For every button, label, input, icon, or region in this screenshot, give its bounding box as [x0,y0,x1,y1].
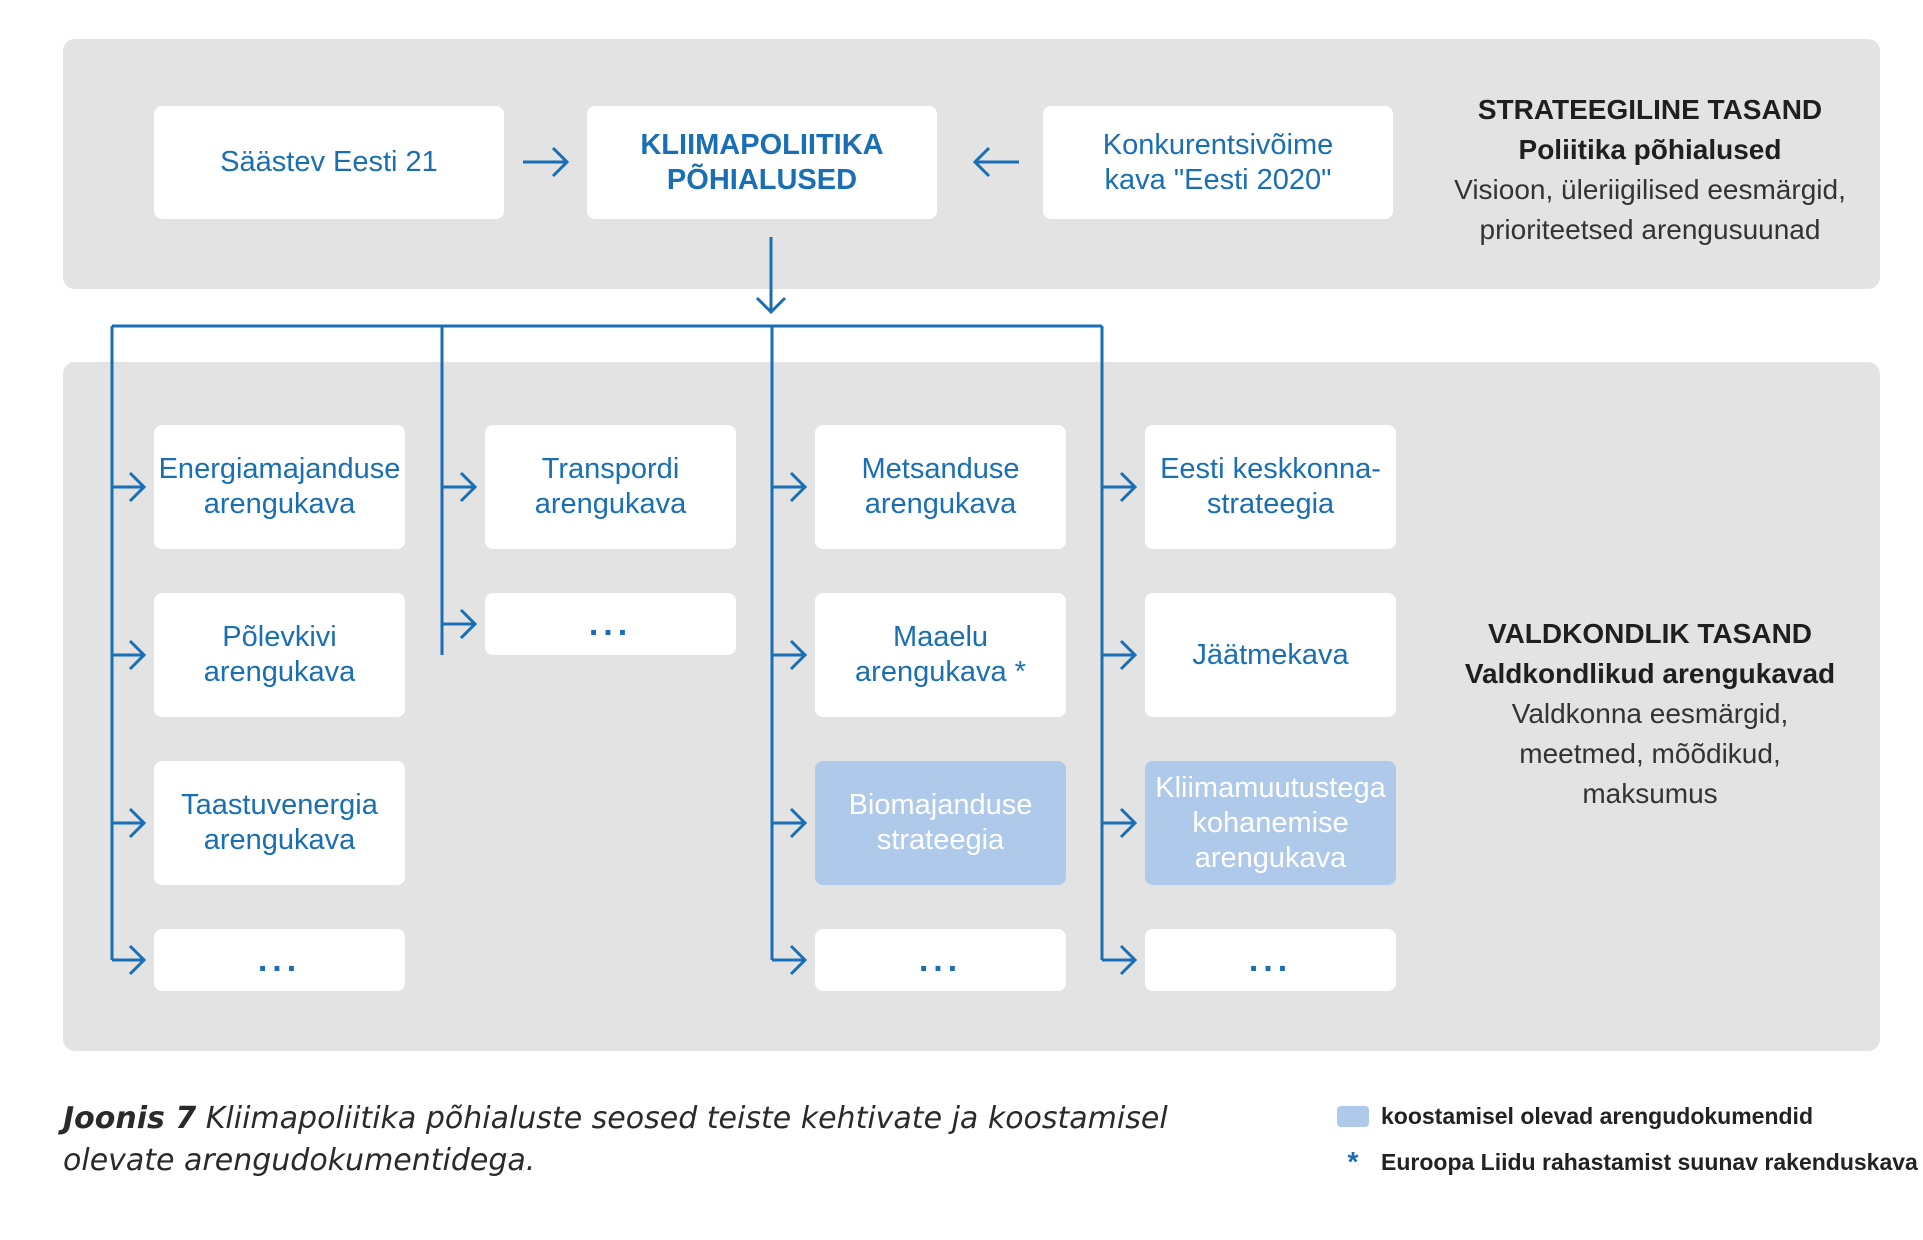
box-sector-plan: Põlevkivi arengukava [154,593,405,717]
legend-star: * Euroopa Liidu rahastamist suunav raken… [1337,1146,1918,1178]
box-label: KLIIMAPOLIITIKA PÕHIALUSED [640,128,884,196]
arrowhead-left [972,146,991,178]
box-label: Eesti keskkonna- strateegia [1160,453,1381,520]
strategic-level-subtitle: Poliitika põhialused [1518,134,1782,165]
arrowhead-right [1119,471,1138,503]
box-label: Konkurentsivõime kava "Eesti 2020" [1102,128,1334,196]
arrowhead-right [128,944,147,976]
box-sector-plan: Biomajanduse strateegia [815,761,1066,885]
caption-text: Kliimapoliitika põhialuste seosed teiste… [63,1101,1168,1178]
box-more-placeholder: ... [154,929,405,991]
box-label: Metsanduse arengukava [861,453,1020,520]
arrowhead-right [128,471,147,503]
arrowhead-right [459,471,478,503]
box-more-placeholder: ... [485,593,736,655]
legend-star-label: Euroopa Liidu rahastamist suunav rakendu… [1381,1148,1918,1175]
legend-draft-label: koostamisel olevad arengudokumendid [1381,1103,1813,1129]
box-label: ... [257,941,302,979]
box-label: Säästev Eesti 21 [220,146,438,178]
strategic-level-title: STRATEEGILINE TASAND [1477,94,1823,125]
box-sector-plan: Transpordi arengukava [485,425,736,549]
legend-draft-swatch [1337,1106,1369,1127]
arrowhead-right [789,807,808,839]
box-label: Taastuvenergia arengukava [181,789,378,856]
figure-caption: Joonis 7 Kliimapoliitika põhialuste seos… [63,1098,1263,1182]
arrowhead-right [551,146,570,178]
box-sector-plan: Eesti keskkonna- strateegia [1145,425,1396,549]
arrowhead-right [1119,944,1138,976]
arrowhead-right [1119,639,1138,671]
box-label: ... [918,941,963,979]
arrowhead-right [1119,807,1138,839]
box-sector-plan: Taastuvenergia arengukava [154,761,405,885]
sectoral-level-subtitle: Valdkondlikud arengukavad [1464,658,1836,689]
box-label: Kliimamuutustega kohanemise arengukava [1155,771,1386,874]
arrowhead-right [789,639,808,671]
strategic-level-text: Visioon, üleriigilised eesmärgid, priori… [1454,174,1846,245]
legend-star-symbol: * [1347,1146,1359,1177]
sectoral-level-title: VALDKONDLIK TASAND [1487,618,1813,649]
box-konkurentsivoime-kava: Konkurentsivõime kava "Eesti 2020" [1043,106,1393,219]
sectoral-level-text: Valdkonna eesmärgid, meetmed, mõõdikud, … [1511,698,1789,809]
arrowhead-down [755,296,787,315]
strategic-level-description: STRATEEGILINE TASAND Poliitika põhialuse… [1430,90,1870,250]
box-saastev-eesti: Säästev Eesti 21 [154,106,504,219]
box-more-placeholder: ... [815,929,1066,991]
arrowhead-right [128,807,147,839]
box-sector-plan: Kliimamuutustega kohanemise arengukava [1145,761,1396,885]
box-label: Maaelu arengukava * [855,621,1026,688]
box-label: Jäätmekava [1192,638,1349,671]
arrowhead-right [789,471,808,503]
box-sector-plan: Metsanduse arengukava [815,425,1066,549]
box-label: Transpordi arengukava [534,453,687,520]
arrowhead-right [459,608,478,640]
sectoral-level-description: VALDKONDLIK TASAND Valdkondlikud arenguk… [1430,614,1870,814]
box-kliimapoliitika-pohialused: KLIIMAPOLIITIKA PÕHIALUSED [587,106,937,219]
box-label: Energiamajanduse arengukava [158,453,401,520]
box-sector-plan: Maaelu arengukava * [815,593,1066,717]
box-label: ... [588,605,633,643]
box-more-placeholder: ... [1145,929,1396,991]
caption-label: Joonis 7 [63,1101,197,1136]
box-label: ... [1248,941,1293,979]
box-sector-plan: Jäätmekava [1145,593,1396,717]
arrowhead-right [789,944,808,976]
box-label: Biomajanduse strateegia [848,789,1033,856]
box-sector-plan: Energiamajanduse arengukava [154,425,405,549]
arrowhead-right [128,639,147,671]
box-label: Põlevkivi arengukava [203,621,356,688]
legend-draft: koostamisel olevad arengudokumendid [1337,1103,1813,1130]
